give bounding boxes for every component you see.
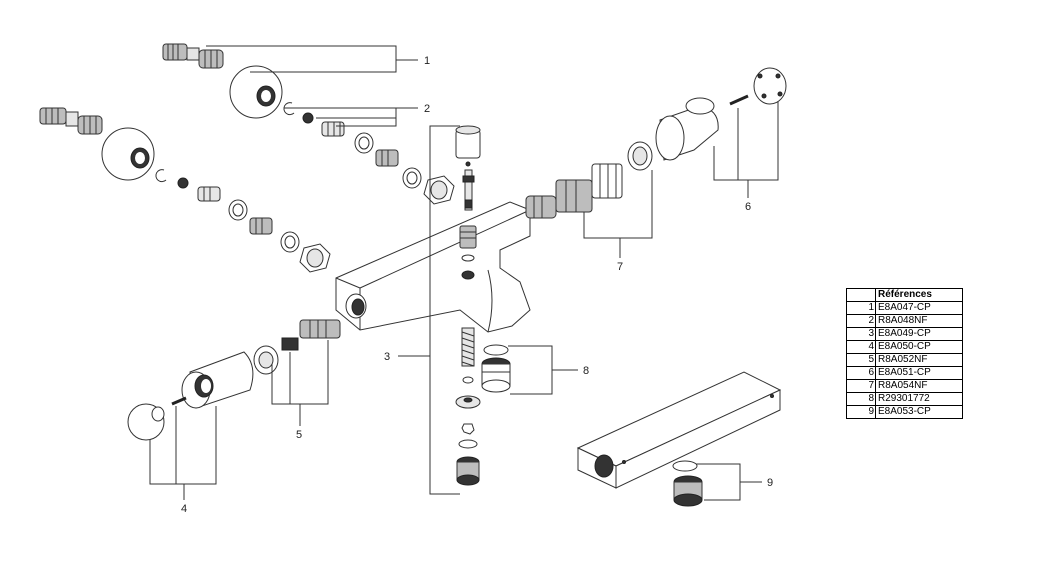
callout-3: 3: [384, 351, 390, 363]
diverter-knob: [455, 125, 481, 159]
washer-top: [354, 132, 374, 154]
check-valve-left: [197, 186, 221, 202]
cartridge-left: [281, 319, 341, 351]
filter-nut-top: [375, 149, 399, 167]
gasket: [458, 439, 478, 449]
diverter-spindle: [462, 169, 475, 211]
fitting-connector-left: [39, 107, 103, 135]
diverter-seat: [461, 270, 475, 280]
ref-num: 3: [846, 327, 876, 341]
ref-num: 6: [846, 366, 876, 380]
ref-code: E8A051-CP: [875, 366, 963, 380]
callout-2: 2: [424, 103, 430, 115]
valve-disc: [455, 395, 481, 409]
ref-code: E8A053-CP: [875, 405, 963, 419]
aerator-ring: [483, 344, 509, 356]
callout-5: 5: [296, 429, 302, 441]
check-valve-top: [321, 121, 345, 137]
references-header-blank: [846, 288, 876, 302]
references-header-row: Références: [846, 288, 963, 302]
small-washer: [462, 376, 474, 384]
washer-left-2: [280, 231, 300, 253]
ref-num: 1: [846, 301, 876, 315]
rosette-top: [229, 65, 283, 119]
rosette-left: [101, 127, 155, 181]
bar-washer: [672, 460, 698, 472]
ref-num: 9: [846, 405, 876, 419]
diverter-insert: [459, 225, 477, 249]
ref-code: R8A048NF: [875, 314, 963, 328]
ref-num: 7: [846, 379, 876, 393]
hex-nut-left: [299, 243, 331, 273]
hex-nut-top: [423, 175, 455, 205]
ref-code: E8A050-CP: [875, 340, 963, 354]
bar-body: [576, 371, 782, 489]
washer-top-2: [402, 167, 422, 189]
clip-ring-left: [155, 169, 167, 183]
thermostatic-cartridge: [525, 163, 623, 219]
mixer-body: [335, 201, 531, 333]
handle-right: [655, 97, 719, 161]
oring-top: [302, 112, 314, 124]
diverter-seal: [461, 254, 475, 262]
cartridge-nut: [627, 141, 653, 171]
ref-code: E8A047-CP: [875, 301, 963, 315]
filter-nut-left: [249, 217, 273, 235]
outlet-cartridge: [456, 456, 480, 486]
bar-aerator: [673, 475, 703, 507]
references-header: Références: [875, 288, 963, 302]
handle-screw-right: [729, 94, 749, 106]
ref-code: E8A049-CP: [875, 327, 963, 341]
ref-num: 5: [846, 353, 876, 367]
callout-1: 1: [424, 55, 430, 67]
small-nut: [461, 423, 475, 435]
sleeve-left: [253, 345, 279, 375]
ref-num: 2: [846, 314, 876, 328]
ref-num: 4: [846, 340, 876, 354]
diverter-clip: [465, 161, 471, 167]
leader-lines: [149, 45, 779, 501]
callout-4: 4: [181, 503, 187, 515]
oring-left: [177, 177, 189, 189]
aerator-cartridge: [481, 357, 511, 393]
ref-code: R29301772: [875, 392, 963, 406]
clip-ring-top: [283, 102, 295, 116]
fitting-connector-top: [162, 43, 224, 69]
handle-cap-right: [753, 67, 787, 105]
callout-8: 8: [583, 365, 589, 377]
handle-screw-left: [171, 396, 187, 406]
washer-left: [228, 199, 248, 221]
callout-6: 6: [745, 201, 751, 213]
ref-num: 8: [846, 392, 876, 406]
ref-code: R8A054NF: [875, 379, 963, 393]
handle-left: [181, 351, 254, 409]
callout-7: 7: [617, 261, 623, 273]
ref-code: R8A052NF: [875, 353, 963, 367]
callout-9: 9: [767, 477, 773, 489]
spring: [461, 327, 475, 367]
handle-cap-left: [127, 403, 165, 441]
